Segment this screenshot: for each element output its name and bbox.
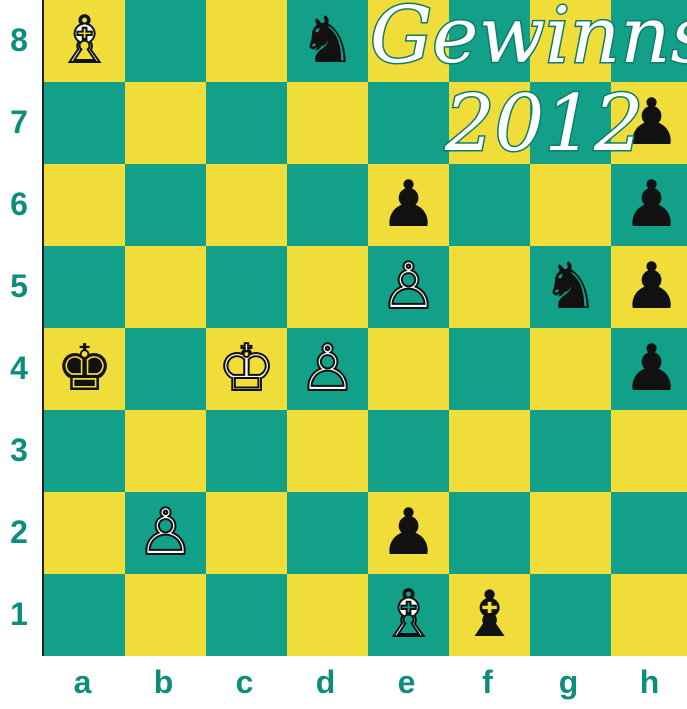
square-c6[interactable] [206,164,287,246]
square-b8[interactable] [125,0,206,82]
square-g8[interactable] [530,0,611,82]
square-f6[interactable] [449,164,530,246]
file-label-e: e [366,664,447,701]
square-c2[interactable] [206,492,287,574]
square-c8[interactable] [206,0,287,82]
square-f5[interactable] [449,246,530,328]
file-label-f: f [447,664,528,701]
white-pawn-e5[interactable]: ♙ [368,246,449,328]
square-c3[interactable] [206,410,287,492]
square-h3[interactable] [611,410,687,492]
square-a2[interactable] [44,492,125,574]
black-knight-d8[interactable]: ♞ [287,0,368,82]
file-label-c: c [204,664,285,701]
square-a5[interactable] [44,246,125,328]
rank-label-5: 5 [0,268,38,305]
rank-label-1: 1 [0,596,38,633]
square-g6[interactable] [530,164,611,246]
square-d6[interactable] [287,164,368,246]
square-g3[interactable] [530,410,611,492]
square-c1[interactable] [206,574,287,656]
square-b6[interactable] [125,164,206,246]
white-king-c4[interactable]: ♔ [206,328,287,410]
square-g4[interactable] [530,328,611,410]
black-pawn-e6[interactable]: ♟ [368,164,449,246]
square-b5[interactable] [125,246,206,328]
black-pawn-h4[interactable]: ♟ [611,328,687,410]
white-bishop-e1[interactable]: ♗ [368,574,449,656]
square-a1[interactable] [44,574,125,656]
file-label-a: a [42,664,123,701]
black-knight-g5[interactable]: ♞ [530,246,611,328]
square-b4[interactable] [125,328,206,410]
rank-label-6: 6 [0,186,38,223]
square-h1[interactable] [611,574,687,656]
rank-label-8: 8 [0,22,38,59]
square-c5[interactable] [206,246,287,328]
square-d1[interactable] [287,574,368,656]
white-bishop-a8[interactable]: ♗ [44,0,125,82]
square-d3[interactable] [287,410,368,492]
square-g2[interactable] [530,492,611,574]
square-f7[interactable] [449,82,530,164]
square-b3[interactable] [125,410,206,492]
square-h2[interactable] [611,492,687,574]
rank-label-7: 7 [0,104,38,141]
square-a6[interactable] [44,164,125,246]
rank-label-4: 4 [0,350,38,387]
square-e8[interactable] [368,0,449,82]
black-pawn-h6[interactable]: ♟ [611,164,687,246]
square-b1[interactable] [125,574,206,656]
square-c7[interactable] [206,82,287,164]
white-pawn-d4[interactable]: ♙ [287,328,368,410]
square-e7[interactable] [368,82,449,164]
square-e4[interactable] [368,328,449,410]
square-g7[interactable] [530,82,611,164]
square-b7[interactable] [125,82,206,164]
square-d5[interactable] [287,246,368,328]
rank-label-3: 3 [0,432,38,469]
black-pawn-h7[interactable]: ♟ [611,82,687,164]
square-e3[interactable] [368,410,449,492]
file-label-d: d [285,664,366,701]
square-f8[interactable] [449,0,530,82]
black-bishop-f1[interactable]: ♝ [449,574,530,656]
white-pawn-b2[interactable]: ♙ [125,492,206,574]
square-f3[interactable] [449,410,530,492]
square-a3[interactable] [44,410,125,492]
black-pawn-h5[interactable]: ♟ [611,246,687,328]
square-g1[interactable] [530,574,611,656]
file-label-b: b [123,664,204,701]
black-pawn-e2[interactable]: ♟ [368,492,449,574]
square-f2[interactable] [449,492,530,574]
rank-label-2: 2 [0,514,38,551]
square-d7[interactable] [287,82,368,164]
square-h8[interactable] [611,0,687,82]
square-a7[interactable] [44,82,125,164]
file-label-g: g [528,664,609,701]
chess-board: ♗♞♟♟♟♙♞♟♚♔♙♟♙♟♗♝ [42,0,687,656]
square-d2[interactable] [287,492,368,574]
file-label-h: h [609,664,687,701]
black-king-a4[interactable]: ♚ [44,328,125,410]
square-f4[interactable] [449,328,530,410]
